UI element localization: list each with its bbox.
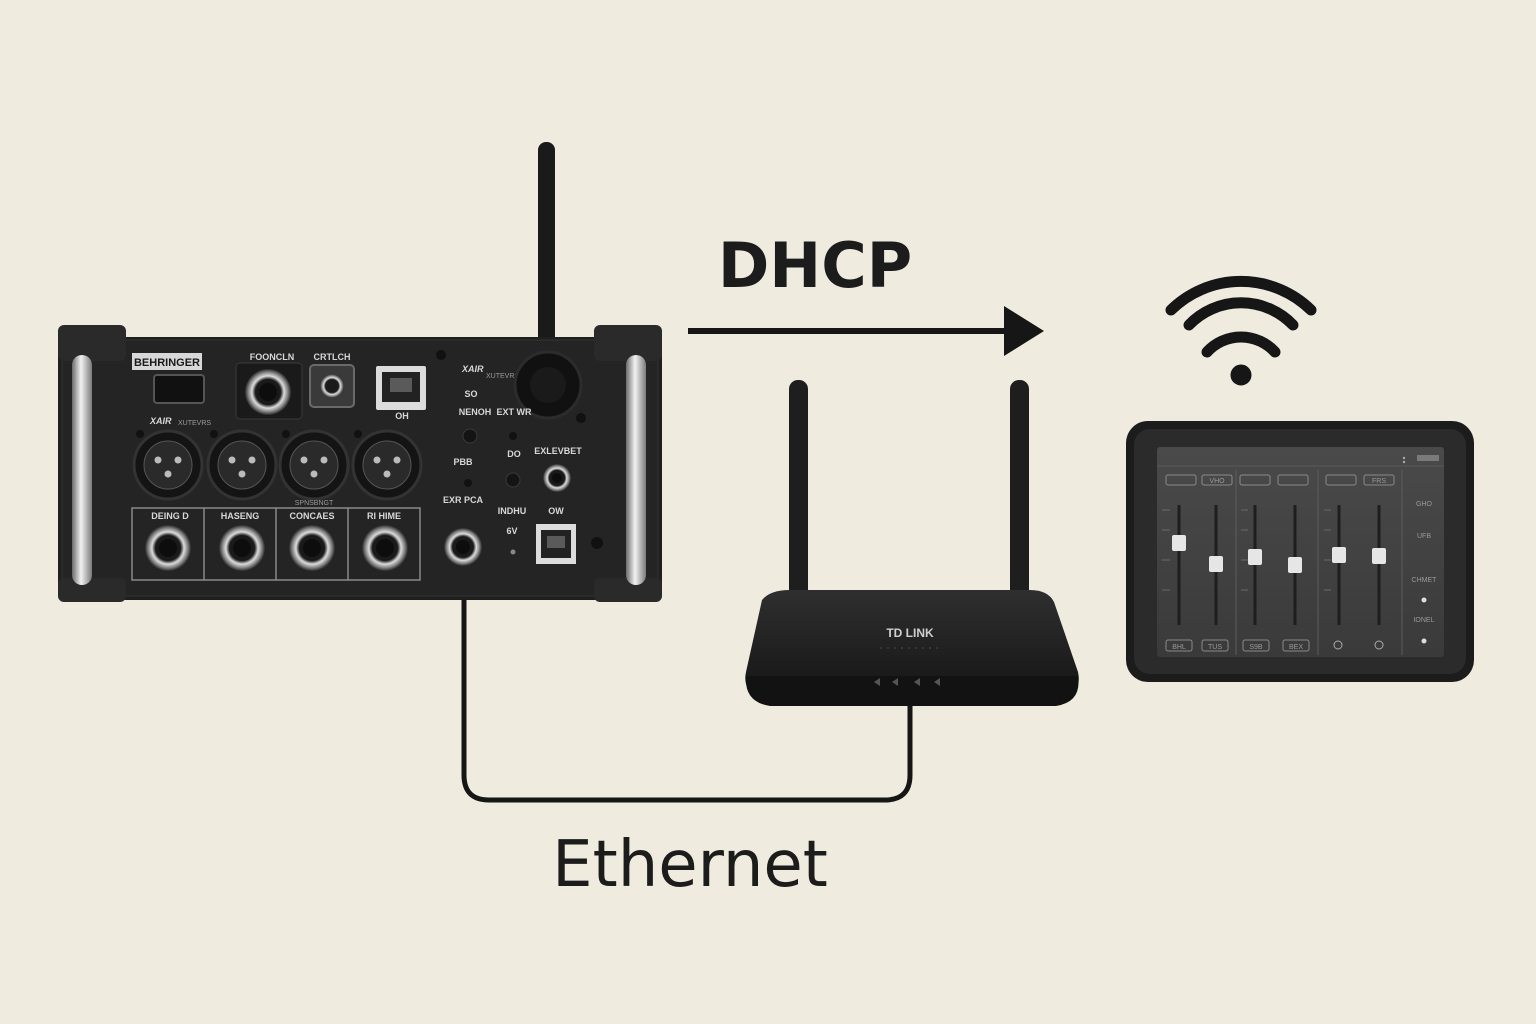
mixer-label-spnsbngt: SPNSBNGT (295, 500, 334, 507)
mixer-label-indhu: INDHU (498, 506, 527, 516)
tablet-header-2: VHO (1209, 478, 1225, 485)
wifi-icon (1165, 275, 1317, 386)
tablet-btn-2: TUS (1208, 644, 1222, 651)
router-brand: TD LINK (886, 626, 934, 640)
tablet-side-label-3: CHMET (1412, 577, 1438, 584)
mixer-bottom-label-1: DEING D (151, 511, 189, 521)
tablet-btn-3: S9B (1249, 644, 1263, 651)
mixer-usb-slot (153, 374, 205, 404)
mixer-bottom-label-3: CONCAES (289, 511, 334, 521)
dhcp-label: DHCP (718, 229, 912, 302)
mixer-handle-left (72, 355, 92, 585)
quarter-inch-jacks (145, 525, 408, 571)
mixer-label-6v: 6V (506, 526, 517, 536)
mixer-handle-right (626, 355, 646, 585)
tablet: VHO FRS GHO (1126, 421, 1474, 682)
tablet-btn-1: BHL (1172, 644, 1186, 651)
xlr-inputs (132, 429, 423, 501)
tablet-screen (1157, 447, 1444, 657)
tablet-btn-4: BEX (1289, 644, 1303, 651)
tablet-power-icon (1333, 640, 1343, 650)
mixer-antenna (538, 142, 555, 382)
ethernet-label: Ethernet (552, 828, 828, 902)
mixer-label-exr: EXR PCA (443, 495, 484, 505)
mixer-model-left-sub: XUTEVRS (178, 420, 211, 427)
tablet-faders (1172, 505, 1386, 625)
digital-mixer: BEHRINGER XAIR XUTEVRS FOONCLN CRTLCH OH… (58, 142, 662, 602)
router-antenna-left (789, 380, 808, 605)
mixer-usb-label: OH (395, 411, 409, 421)
mixer-label-so: SO (464, 389, 477, 399)
router-antenna-right (1010, 380, 1029, 605)
mixer-label-nenoh: NENOH (459, 407, 492, 417)
mixer-label-do: DO (507, 449, 521, 459)
tablet-side-label-1: GHO (1416, 501, 1433, 508)
mixer-brand: BEHRINGER (134, 357, 200, 369)
mixer-bottom-label-2: HASENG (221, 511, 260, 521)
mixer-label-extwr: EXT WR (497, 407, 532, 417)
mixer-model: XAIR (461, 364, 484, 374)
mixer-model-sub: XUTEVRS (486, 373, 519, 380)
mixer-label-exlevbet: EXLEVBET (534, 446, 582, 456)
mixer-aux-jack (320, 374, 344, 398)
mixer-label-pbb: PBB (453, 457, 473, 467)
tablet-mute-icon (1374, 640, 1384, 650)
tablet-header-6: FRS (1372, 478, 1386, 485)
tablet-side-label-2: UFB (1417, 533, 1431, 540)
mixer-jack-label-1: FOONCLN (250, 352, 295, 362)
router-leds (874, 678, 940, 686)
mixer-model-left: XAIR (149, 416, 172, 426)
ethernet-cable (461, 593, 913, 803)
mixer-bottom-label-4: RI HIME (367, 511, 401, 521)
tablet-side-label-4: IONEL (1413, 617, 1434, 624)
mixer-jack-label-2: CRTLCH (314, 352, 351, 362)
wifi-router: TD LINK (745, 380, 1079, 706)
mixer-label-ow: OW (548, 506, 564, 516)
arrow-right-icon (688, 306, 1044, 356)
